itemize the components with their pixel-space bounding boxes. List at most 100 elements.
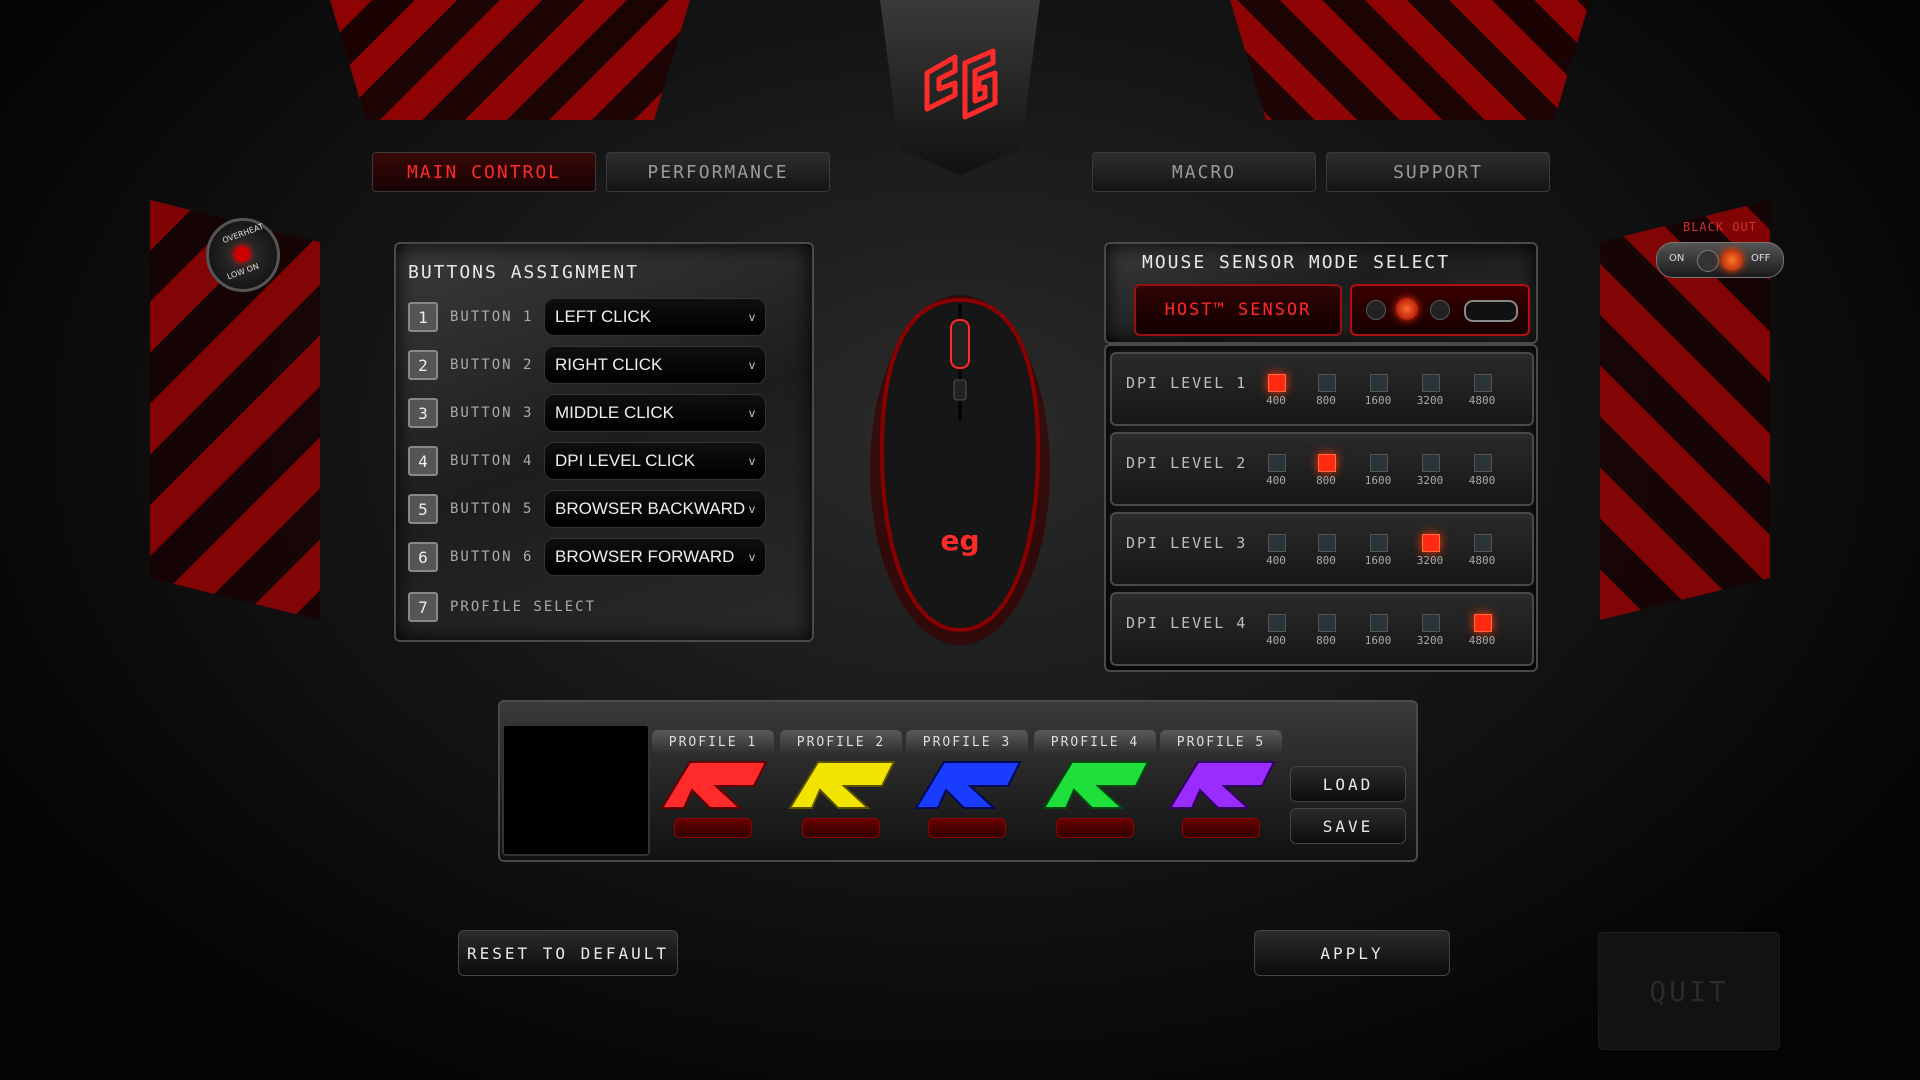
dpi-value: 4800 — [1468, 634, 1496, 647]
reset-to-default-button[interactable]: RESET TO DEFAULT — [458, 930, 678, 976]
dpi-level-3-led-1600[interactable] — [1370, 534, 1388, 552]
chevron-down-icon: v — [749, 454, 755, 468]
blackout-label: BLACK OUT — [1682, 220, 1758, 234]
mouse-illustration: eg — [870, 295, 1050, 645]
top-right-hazard-stripes — [1230, 0, 1590, 120]
profile-3-indicator — [928, 818, 1006, 838]
sensor-knob-icon — [1366, 300, 1386, 320]
tab-main-control[interactable]: MAIN CONTROL — [372, 152, 596, 192]
dpi-value: 1600 — [1364, 554, 1392, 567]
profile-3-tile[interactable]: PROFILE 3 — [906, 728, 1028, 848]
dpi-level-1-led-3200[interactable] — [1422, 374, 1440, 392]
sensor-active-knob-icon — [1396, 298, 1418, 320]
dpi-value: 800 — [1316, 394, 1336, 407]
select-value: MIDDLE CLICK — [555, 403, 675, 422]
tab-performance[interactable]: PERFORMANCE — [606, 152, 830, 192]
load-button[interactable]: LOAD — [1290, 766, 1406, 802]
dpi-level-1-row: DPI LEVEL 1 400 800 1600 3200 4800 — [1110, 352, 1534, 426]
button-row-4: 4 BUTTON 4 — [408, 440, 550, 482]
button-3-assignment-select[interactable]: MIDDLE CLICK v — [544, 394, 766, 432]
dpi-value: 400 — [1266, 634, 1286, 647]
button-1-assignment-select[interactable]: LEFT CLICK v — [544, 298, 766, 336]
brand-logo — [880, 0, 1040, 175]
dpi-value: 1600 — [1364, 394, 1392, 407]
dpi-level-4-row: DPI LEVEL 4 400 800 1600 3200 4800 — [1110, 592, 1534, 666]
chevron-down-icon: v — [749, 550, 755, 564]
dpi-value: 3200 — [1416, 474, 1444, 487]
dpi-level-label: DPI LEVEL 4 — [1126, 614, 1248, 632]
button-6-assignment-select[interactable]: BROWSER FORWARD v — [544, 538, 766, 576]
dpi-value: 3200 — [1416, 634, 1444, 647]
profile-2-emblem-icon — [788, 761, 896, 809]
dpi-level-label: DPI LEVEL 2 — [1126, 454, 1248, 472]
dpi-level-4-led-3200[interactable] — [1422, 614, 1440, 632]
apply-button[interactable]: APPLY — [1254, 930, 1450, 976]
dpi-level-3-row: DPI LEVEL 3 400 800 1600 3200 4800 — [1110, 512, 1534, 586]
dpi-level-3-led-4800[interactable] — [1474, 534, 1492, 552]
dpi-level-1-led-800[interactable] — [1318, 374, 1336, 392]
dpi-level-2-led-1600[interactable] — [1370, 454, 1388, 472]
chevron-down-icon: v — [749, 502, 755, 516]
dpi-level-1-led-400[interactable] — [1268, 374, 1286, 392]
button-number: 5 — [408, 494, 438, 524]
blackout-active-knob — [1721, 249, 1743, 271]
select-value: BROWSER BACKWARD — [555, 499, 746, 518]
profile-1-tile[interactable]: PROFILE 1 — [652, 728, 774, 848]
button-row-6: 6 BUTTON 6 — [408, 536, 550, 578]
dpi-level-label: DPI LEVEL 3 — [1126, 534, 1248, 552]
button-2-assignment-select[interactable]: RIGHT CLICK v — [544, 346, 766, 384]
dpi-value: 800 — [1316, 474, 1336, 487]
dpi-level-3-led-800[interactable] — [1318, 534, 1336, 552]
dpi-level-2-led-4800[interactable] — [1474, 454, 1492, 472]
profile-label: PROFILE 2 — [780, 730, 902, 756]
dpi-value: 800 — [1316, 554, 1336, 567]
dpi-level-2-led-3200[interactable] — [1422, 454, 1440, 472]
blackout-toggle[interactable]: ON OFF — [1656, 242, 1784, 278]
button-number: 4 — [408, 446, 438, 476]
select-value: BROWSER FORWARD — [555, 547, 735, 566]
dpi-level-1-led-4800[interactable] — [1474, 374, 1492, 392]
dpi-level-3-led-400[interactable] — [1268, 534, 1286, 552]
tab-macro[interactable]: MACRO — [1092, 152, 1316, 192]
button-number: 7 — [408, 592, 438, 622]
dpi-panel: DPI LEVEL 1 400 800 1600 3200 4800 DPI L… — [1104, 344, 1538, 672]
profile-3-emblem-icon — [914, 761, 1022, 809]
button-number: 1 — [408, 302, 438, 332]
dpi-value: 1600 — [1364, 474, 1392, 487]
button-label: BUTTON 5 — [450, 501, 534, 517]
quit-button[interactable]: QUIT — [1598, 932, 1780, 1050]
dpi-level-3-led-3200[interactable] — [1422, 534, 1440, 552]
button-number: 3 — [408, 398, 438, 428]
dpi-level-4-led-1600[interactable] — [1370, 614, 1388, 632]
profile-2-tile[interactable]: PROFILE 2 — [780, 728, 902, 848]
overheat-gauge: OVERHEAT LOW ON — [206, 218, 280, 292]
host-sensor-button[interactable]: HOST™ SENSOR — [1134, 284, 1342, 336]
button-4-assignment-select[interactable]: DPI LEVEL CLICK v — [544, 442, 766, 480]
button-label: BUTTON 2 — [450, 357, 534, 373]
profile-select-row[interactable]: 7 PROFILE SELECT — [408, 586, 650, 628]
sensor-toggle-cluster[interactable] — [1350, 284, 1530, 336]
button-5-assignment-select[interactable]: BROWSER BACKWARD v — [544, 490, 766, 528]
dpi-level-2-led-800[interactable] — [1318, 454, 1336, 472]
profile-label: PROFILE 1 — [652, 730, 774, 756]
chevron-down-icon: v — [749, 310, 755, 324]
save-button[interactable]: SAVE — [1290, 808, 1406, 844]
button-row-3: 3 BUTTON 3 — [408, 392, 550, 434]
tab-support[interactable]: SUPPORT — [1326, 152, 1550, 192]
button-row-5: 5 BUTTON 5 — [408, 488, 550, 530]
dpi-level-2-led-400[interactable] — [1268, 454, 1286, 472]
button-row-2: 2 BUTTON 2 — [408, 344, 550, 386]
profile-5-tile[interactable]: PROFILE 5 — [1160, 728, 1282, 848]
select-value: DPI LEVEL CLICK — [555, 451, 696, 470]
chevron-down-icon: v — [749, 406, 755, 420]
dpi-level-1-led-1600[interactable] — [1370, 374, 1388, 392]
profile-label: PROFILE 3 — [906, 730, 1028, 756]
dpi-level-4-led-4800[interactable] — [1474, 614, 1492, 632]
dpi-level-4-led-800[interactable] — [1318, 614, 1336, 632]
blackout-off-knob — [1697, 250, 1719, 272]
profile-4-tile[interactable]: PROFILE 4 — [1034, 728, 1156, 848]
button-label: BUTTON 1 — [450, 309, 534, 325]
overheat-indicator-icon — [234, 246, 250, 262]
dpi-level-4-led-400[interactable] — [1268, 614, 1286, 632]
